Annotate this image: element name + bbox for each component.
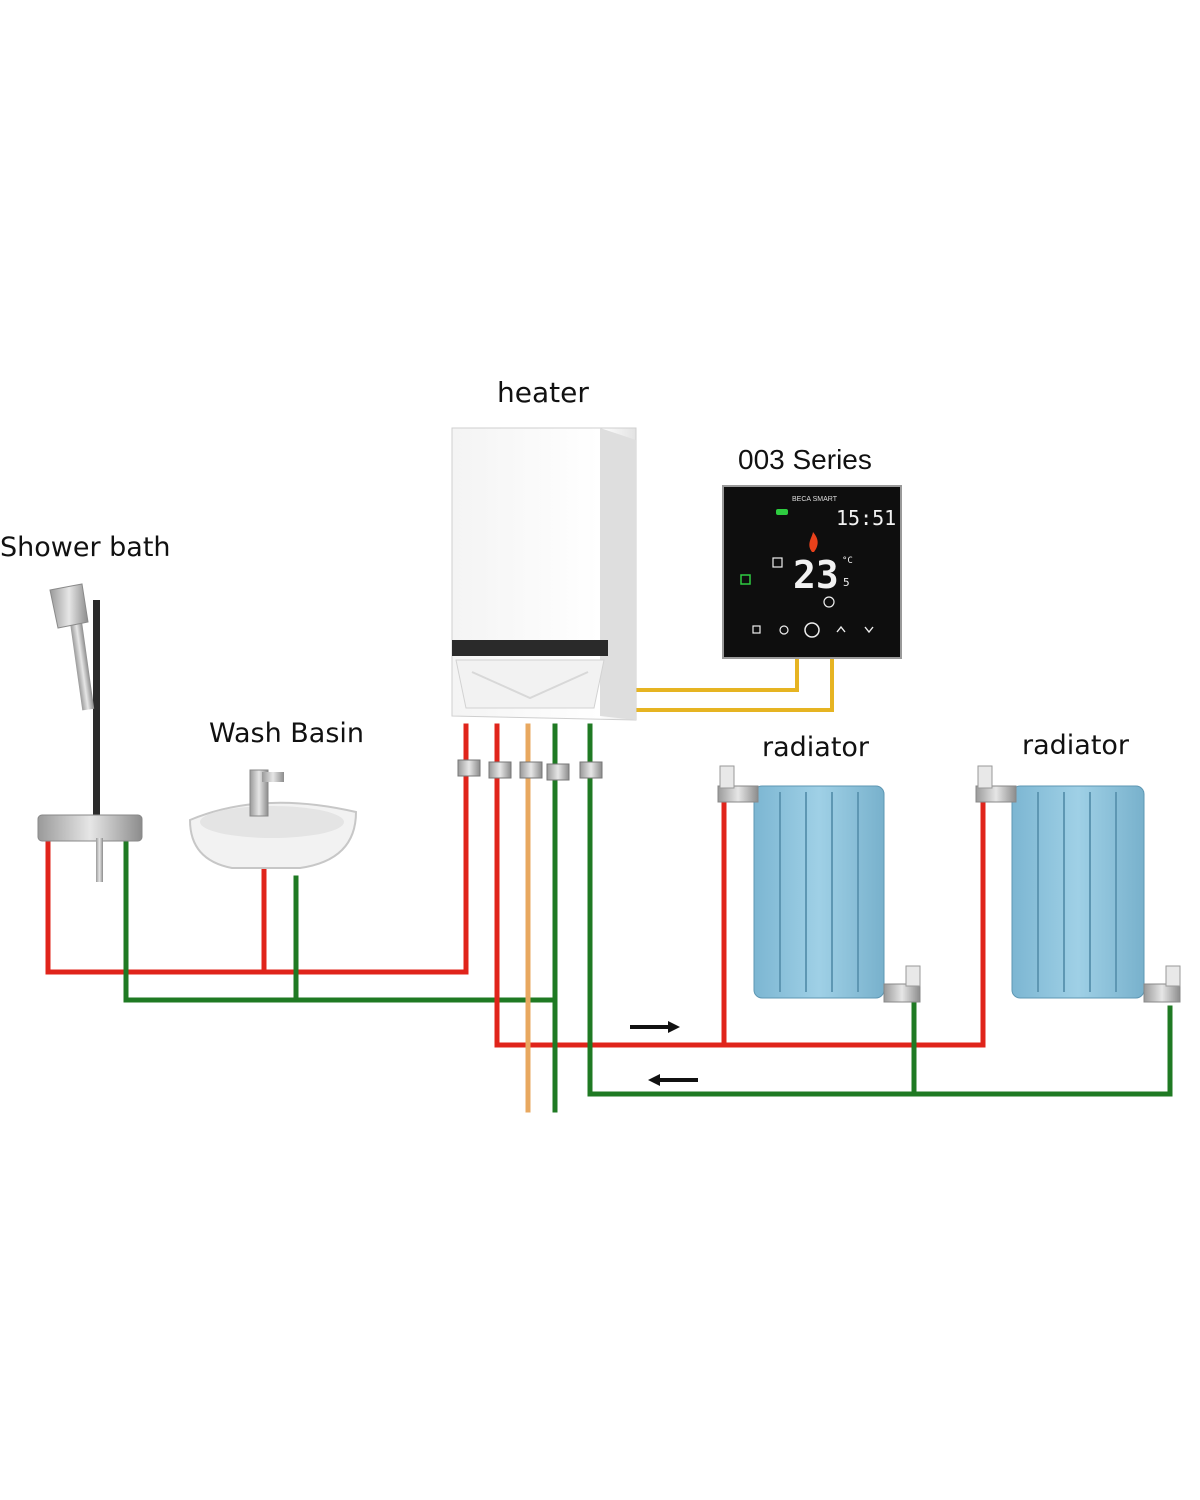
thermostat-wires [612, 656, 834, 712]
schedule-button-icon [779, 625, 789, 635]
heater-boiler [451, 427, 637, 721]
cold-water-pipe-domestic [123, 837, 558, 1003]
radiator-1-label: radiator [762, 732, 870, 763]
thermostat-unit: °C [842, 556, 853, 566]
wash-basin-label: Wash Basin [209, 718, 365, 749]
power-button-icon [804, 622, 820, 638]
thermostat-brand: BECA SMART [792, 496, 838, 503]
chevron-down-icon [864, 626, 874, 634]
boiler-valves [457, 759, 603, 781]
heating-return-pipe [587, 723, 1173, 1097]
radiator-2-label: radiator [1022, 730, 1130, 761]
shower-label: Shower bath [0, 532, 171, 563]
shower-fixture [37, 583, 143, 882]
thermostat-temperature: 23 [793, 553, 839, 597]
thermostat-series-label: 003 Series [738, 444, 872, 475]
menu-button-icon [752, 625, 761, 634]
chevron-up-icon [836, 625, 846, 633]
hot-water-pipe-domestic [45, 723, 469, 975]
clock-icon [823, 596, 835, 608]
pipe-network [45, 723, 1173, 1113]
radiator-2 [975, 765, 1181, 1003]
home-icon [772, 557, 783, 568]
thermostat-sub-value: 5 [843, 576, 850, 589]
arrow-left-icon [648, 1074, 698, 1086]
radiator-1 [717, 765, 921, 1003]
heater-label: heater [497, 376, 589, 409]
arrow-right-icon [630, 1021, 680, 1033]
thermostat-003: BECA SMART 15:51 23 °C 5 [722, 485, 902, 659]
flame-icon [809, 532, 818, 552]
wash-basin [188, 769, 358, 869]
window-icon [740, 574, 751, 585]
thermostat-clock: 15:51 [836, 506, 896, 530]
wifi-icon [776, 509, 788, 515]
heating-flow-pipe [494, 723, 986, 1048]
